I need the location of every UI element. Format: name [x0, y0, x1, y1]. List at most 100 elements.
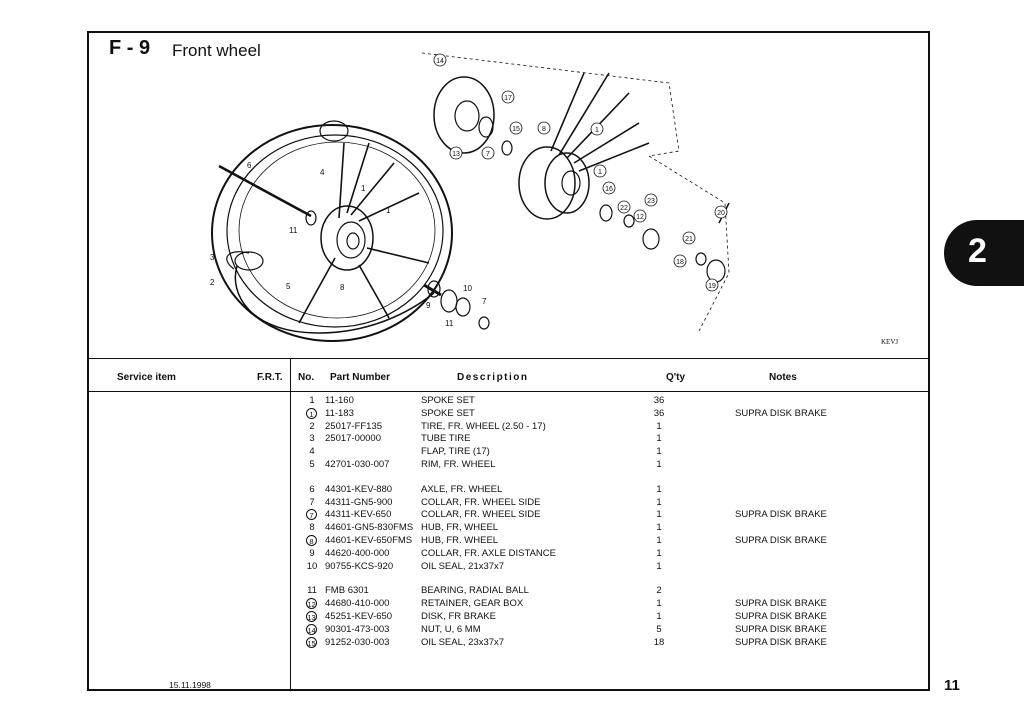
table-row: 14 90301-473-003 NUT, U, 6 MM 5 SUPRA DISK B…	[89, 623, 928, 636]
svg-text:20: 20	[717, 210, 725, 217]
svg-text:19: 19	[708, 283, 716, 290]
part-no: 2	[309, 420, 315, 432]
part-description: COLLAR, FR. WHEEL SIDE	[421, 509, 541, 521]
part-no: 3	[309, 433, 315, 445]
part-description: SPOKE SET	[421, 395, 475, 406]
svg-text:1: 1	[386, 206, 391, 215]
page-frame: F - 9 Front wheel	[87, 31, 930, 691]
part-note: SUPRA DISK BRAKE	[735, 407, 827, 419]
part-number: 25017-FF135	[325, 420, 383, 432]
part-quantity: 1	[656, 509, 662, 521]
header-notes: Notes	[769, 372, 797, 383]
part-quantity: 1	[656, 535, 662, 546]
part-no: 7	[309, 496, 315, 508]
part-quantity: 1	[656, 446, 662, 458]
part-no: 1	[306, 407, 317, 419]
part-number: 44311-GN5-900	[325, 496, 393, 508]
svg-text:21: 21	[685, 236, 693, 243]
part-description: OIL SEAL, 21x37x7	[421, 560, 505, 572]
part-description: HUB, FR. WHEEL	[421, 535, 499, 546]
part-no: 14	[306, 623, 317, 635]
part-number: 44601-GN5-830FMS	[325, 522, 414, 534]
header-frt: F.R.T.	[257, 372, 283, 383]
part-number: FMB 6301	[325, 585, 369, 597]
part-no: 1	[309, 395, 315, 406]
section-code: F - 9	[109, 37, 151, 59]
part-quantity: 1	[656, 459, 662, 470]
part-description: COLLAR, FR. WHEEL SIDE	[421, 496, 541, 508]
part-number: 90301-473-003	[325, 623, 390, 635]
header-qty: Q'ty	[666, 372, 686, 383]
part-no: 5	[309, 459, 315, 470]
part-number: 90755-KCS-920	[325, 560, 394, 572]
part-quantity: 1	[656, 420, 662, 432]
part-quantity: 36	[653, 407, 665, 419]
part-note: SUPRA DISK BRAKE	[735, 535, 827, 546]
part-no: 9	[309, 547, 315, 559]
part-no: 6	[309, 483, 315, 495]
part-number: 44601-KEV-650FMS	[325, 535, 413, 546]
table-row: 5 42701-030-007 RIM, FR. WHEEL 1	[89, 459, 928, 471]
part-number: 44301-KEV-880	[325, 483, 393, 495]
header-description: Description	[457, 372, 529, 383]
table-row: 2 25017-FF135 TIRE, FR. WHEEL (2.50 - 17) 1	[89, 421, 928, 433]
part-number: 25017-00000	[325, 433, 381, 445]
part-no: 8	[309, 522, 315, 534]
svg-text:11: 11	[445, 319, 454, 328]
part-quantity: 1	[656, 496, 662, 508]
part-description: SPOKE SET	[421, 407, 475, 419]
part-number: 45251-KEV-650	[325, 611, 393, 622]
part-note: SUPRA DISK BRAKE	[735, 623, 827, 635]
part-number: 44311-KEV-650	[325, 509, 392, 521]
part-no: 10	[306, 560, 318, 572]
svg-text:4: 4	[320, 168, 325, 177]
part-description: NUT, U, 6 MM	[421, 623, 481, 635]
header-part-number: Part Number	[330, 372, 391, 383]
part-description: DISK, FR BRAKE	[421, 611, 496, 622]
table-row: 1 11-183 SPOKE SET 36 SUPRA DISK BRAKE	[89, 407, 928, 420]
svg-text:23: 23	[647, 198, 655, 205]
part-description: RIM, FR. WHEEL	[421, 459, 496, 470]
svg-text:1: 1	[598, 169, 602, 176]
part-quantity: 1	[656, 560, 662, 572]
revision-date: 15.11.1998	[169, 680, 211, 690]
part-no: 12	[306, 598, 317, 610]
svg-text:2: 2	[210, 278, 215, 287]
part-number: 42701-030-007	[325, 459, 390, 470]
part-number: 11-183	[325, 407, 354, 419]
svg-text:14: 14	[436, 58, 444, 65]
svg-text:1: 1	[595, 127, 599, 134]
svg-text:10: 10	[463, 284, 472, 293]
part-number: 44680-410-000	[325, 598, 390, 610]
part-no: 7	[306, 509, 317, 521]
part-quantity: 1	[656, 547, 662, 559]
diagram-reference-code: KEVJ	[881, 338, 899, 346]
part-description: TUBE TIRE	[421, 433, 471, 445]
diagram-table-divider	[89, 358, 928, 359]
part-number: 11-160	[325, 395, 354, 406]
table-row: 8 44601-KEV-650FMS HUB, FR. WHEEL 1 SUPRA DI…	[89, 535, 928, 547]
svg-text:7: 7	[482, 297, 487, 306]
part-quantity: 1	[656, 522, 662, 534]
svg-text:8: 8	[542, 126, 546, 133]
part-description: RETAINER, GEAR BOX	[421, 598, 524, 610]
table-row: 10 90755-KCS-920 OIL SEAL, 21x37x7 1	[89, 561, 928, 573]
svg-text:22: 22	[620, 205, 628, 212]
svg-text:5: 5	[286, 282, 291, 291]
section-title: Front wheel	[172, 41, 261, 60]
svg-text:9: 9	[426, 301, 431, 310]
svg-text:7: 7	[486, 151, 490, 158]
part-quantity: 2	[656, 585, 662, 597]
part-quantity: 5	[656, 623, 662, 635]
part-no: 8	[306, 535, 317, 546]
header-service-item: Service item	[117, 372, 176, 383]
part-description: COLLAR, FR. AXLE DISTANCE	[421, 547, 556, 559]
part-description: TIRE, FR. WHEEL (2.50 - 17)	[421, 420, 546, 432]
